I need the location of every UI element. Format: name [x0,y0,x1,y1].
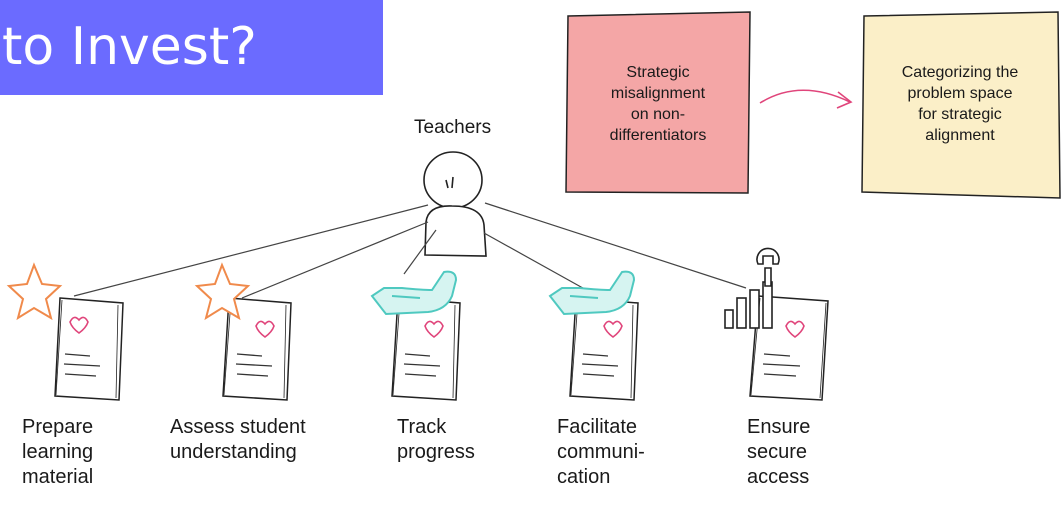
title-banner: to Invest? [0,0,383,95]
connector-arrow [759,89,851,104]
task-label-track: Track progress [397,416,475,463]
teacher-figure-icon [423,151,487,257]
task-card-5 [749,295,829,401]
task-label-prepare: Prepare learning material [22,416,94,488]
note-categorizing: Categorizing the problem space for strat… [862,14,1058,194]
heart-icon [603,320,623,338]
star-icon [6,262,63,321]
hand-icon [370,270,458,316]
heart-icon [785,320,805,338]
page-title: to Invest? [2,17,257,77]
task-connectors [73,202,747,299]
note-text: Strategic misalignment on non- different… [609,64,707,144]
task-label-facilitate: Facilitate communi- cation [557,416,645,488]
note-strategic-misalignment: Strategic misalignment on non- different… [566,14,750,194]
task-label-assess: Assess student understanding [170,416,306,463]
task-card-1 [54,297,124,401]
tools-icon [724,247,780,329]
hand-icon [548,270,636,316]
task-card-2 [222,297,292,401]
heart-icon [255,320,275,338]
actor-label: Teachers [414,117,492,138]
arrow-head-icon [836,91,853,109]
star-icon [194,262,251,321]
note-red-background [565,11,751,194]
note-text: Categorizing the problem space for strat… [901,64,1019,144]
task-label-ensure: Ensure secure access [747,416,811,488]
heart-icon [69,316,89,334]
note-yellow-background [861,11,1061,199]
heart-icon [424,320,444,338]
